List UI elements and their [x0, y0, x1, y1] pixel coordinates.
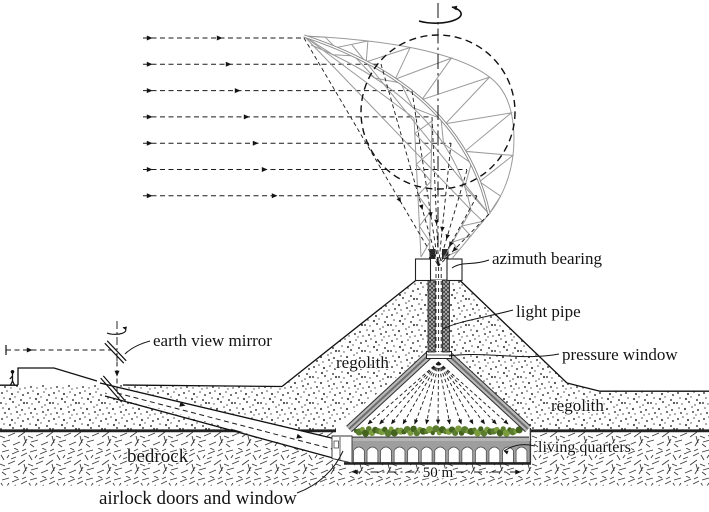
- mound-left-slope: [281, 278, 418, 388]
- azimuth-bearing-block: [446, 258, 463, 282]
- earth-view-mirror-assembly: [5, 321, 127, 403]
- label-azimuth-bearing: azimuth bearing: [492, 249, 602, 268]
- fold-mirror-glass: [100, 375, 125, 403]
- rotation-arrow-icon: [106, 326, 127, 335]
- label-pressure-window: pressure window: [562, 345, 678, 364]
- label-earth-view-mirror: earth view mirror: [153, 331, 272, 350]
- living-chamber: [331, 350, 532, 465]
- person-figure: [9, 370, 16, 386]
- airlock: [331, 435, 353, 464]
- mound-right-slope: [458, 279, 568, 384]
- leader-lines: [124, 259, 560, 494]
- light-fan-rays: [367, 361, 509, 425]
- label-regolith-mound: regolith: [336, 353, 389, 372]
- azimuth-bearing-block: [414, 258, 432, 282]
- earth-view-mirror-glass: [104, 340, 127, 364]
- pipe-beam-rays: [435, 267, 442, 352]
- label-regolith-right: regolith: [551, 396, 604, 415]
- surface-lines: [0, 278, 709, 392]
- pressure-window: [426, 351, 452, 359]
- bunker: [17, 367, 98, 385]
- greenhouse-plants: [353, 425, 523, 437]
- chamber-walls: [346, 350, 531, 433]
- light-pipe-shaft: [414, 249, 463, 353]
- label-bedrock: bedrock: [127, 446, 189, 467]
- static-arrowheads: [26, 5, 522, 475]
- bearing-hub: [429, 249, 436, 259]
- label-light-pipe: light pipe: [516, 302, 581, 321]
- converging-rays: [303, 37, 490, 267]
- span-dimension-label: 50 m: [423, 465, 454, 481]
- label-airlock: airlock doors and window: [99, 488, 297, 509]
- sun-rays: [143, 35, 477, 199]
- dimension-50m: 50 m: [352, 464, 521, 483]
- mirror-truss: [303, 34, 515, 259]
- ground-regolith: [0, 279, 709, 430]
- label-living-quarters: living quarters: [538, 439, 631, 456]
- rotation-arrow-icon: [418, 6, 462, 24]
- access-tunnel: [99, 382, 345, 462]
- primary-mirror-arc: [303, 34, 491, 215]
